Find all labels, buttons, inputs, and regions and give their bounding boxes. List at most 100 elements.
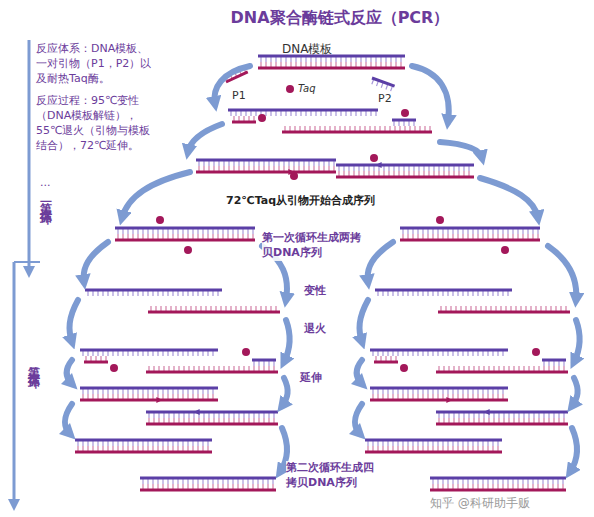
flow-arrow bbox=[548, 246, 576, 300]
step-label: 退火 bbox=[304, 322, 344, 337]
synthesis-arrow bbox=[222, 171, 292, 173]
dna-strand bbox=[258, 62, 405, 68]
backbone bbox=[392, 119, 416, 122]
flow-arrow bbox=[355, 404, 362, 434]
taq-enzyme bbox=[400, 364, 408, 372]
flow-arrow bbox=[360, 300, 368, 342]
dna-strand bbox=[430, 484, 566, 490]
part-label: P1 bbox=[232, 89, 256, 104]
synthesis-arrow bbox=[398, 399, 450, 401]
backbone bbox=[115, 239, 255, 242]
backbone bbox=[75, 439, 212, 442]
backbone bbox=[75, 451, 212, 454]
dna-strand bbox=[336, 171, 474, 177]
backbone bbox=[115, 227, 255, 230]
dna-strand bbox=[75, 446, 212, 452]
dna-strand bbox=[85, 290, 222, 296]
dna-strand bbox=[436, 412, 568, 418]
primer bbox=[232, 116, 256, 122]
dna-strand bbox=[140, 478, 276, 484]
backbone bbox=[146, 423, 278, 426]
backbone bbox=[146, 411, 278, 414]
dna-strand bbox=[196, 160, 336, 166]
backbone bbox=[196, 159, 336, 162]
taq-enzyme bbox=[286, 85, 294, 93]
dna-strand bbox=[115, 234, 255, 240]
flow-arrow bbox=[70, 300, 78, 342]
dna-strand bbox=[75, 440, 212, 446]
dna-strand bbox=[258, 56, 405, 62]
backbone bbox=[400, 239, 540, 242]
dna-strand bbox=[140, 484, 276, 490]
cycle-label: 第二次循环 bbox=[26, 356, 42, 371]
backbone bbox=[196, 171, 336, 174]
backbone bbox=[148, 311, 280, 314]
part-label: DNA模板 bbox=[282, 41, 362, 57]
taq-enzyme bbox=[184, 246, 192, 254]
part-label: P2 bbox=[378, 92, 402, 107]
taq-enzyme bbox=[532, 348, 540, 356]
dna-strand bbox=[365, 446, 502, 452]
flow-arrow bbox=[368, 242, 393, 282]
backbone bbox=[232, 121, 256, 124]
backbone bbox=[282, 131, 432, 134]
dna-strand bbox=[365, 440, 502, 446]
dna-strand bbox=[436, 418, 568, 424]
dna-strand bbox=[80, 394, 218, 400]
synthesis-arrow bbox=[108, 399, 160, 401]
backbone bbox=[430, 489, 566, 492]
backbone bbox=[374, 361, 398, 364]
backbone bbox=[370, 387, 508, 390]
part-label: Taq bbox=[298, 82, 332, 96]
primer bbox=[392, 120, 416, 126]
dna-strand bbox=[375, 290, 512, 296]
flow-arrow bbox=[282, 378, 288, 406]
backbone bbox=[436, 411, 568, 414]
taq-enzyme bbox=[401, 109, 409, 117]
step-label: 延伸 bbox=[300, 371, 340, 386]
watermark: 知乎 @科研助手贩 bbox=[430, 495, 590, 511]
flow-arrow bbox=[412, 66, 449, 122]
step-note: 72℃Taq从引物开始合成序列 bbox=[226, 194, 436, 209]
taq-enzyme bbox=[436, 216, 444, 224]
synthesis-arrow bbox=[378, 164, 446, 166]
dna-strand bbox=[146, 418, 278, 424]
taq-enzyme bbox=[258, 114, 266, 122]
backbone bbox=[80, 387, 218, 390]
flow-arrow bbox=[122, 172, 190, 218]
step-label: 变性 bbox=[304, 284, 344, 299]
backbone bbox=[258, 67, 405, 70]
title: DNA聚合酶链式反应（PCR） bbox=[200, 7, 480, 29]
note: 反应体系：DNA模板、一对引物（P1，P2）以及耐热Taq酶。 bbox=[36, 42, 156, 87]
flow-arrow bbox=[574, 320, 580, 362]
dna-strand bbox=[80, 350, 218, 356]
backbone bbox=[336, 176, 474, 179]
backbone bbox=[400, 227, 540, 230]
cycle-bracket bbox=[14, 261, 40, 263]
backbone bbox=[438, 311, 570, 314]
flow-arrow bbox=[84, 242, 108, 282]
dna-strand bbox=[436, 366, 568, 372]
dna-strand bbox=[370, 388, 508, 394]
dna-strand bbox=[400, 228, 540, 234]
backbone bbox=[80, 399, 218, 402]
synthesis-arrow bbox=[196, 411, 250, 413]
primer bbox=[370, 78, 395, 92]
flow-arrow bbox=[572, 378, 578, 406]
taq-enzyme bbox=[110, 364, 118, 372]
dna-strand bbox=[370, 394, 508, 400]
note: ... bbox=[40, 176, 60, 191]
dna-strand bbox=[146, 366, 278, 372]
backbone bbox=[84, 361, 108, 364]
flow-arrow bbox=[570, 428, 577, 472]
dna-strand bbox=[115, 228, 255, 234]
backbone bbox=[252, 359, 276, 362]
primer bbox=[84, 356, 108, 362]
synthesis-arrow bbox=[486, 411, 540, 413]
backbone bbox=[365, 451, 502, 454]
flow-arrow bbox=[188, 124, 222, 152]
primer bbox=[542, 360, 566, 366]
step-note: 第一次循环生成两拷贝DNA序列 bbox=[262, 231, 366, 261]
backbone bbox=[140, 477, 276, 480]
